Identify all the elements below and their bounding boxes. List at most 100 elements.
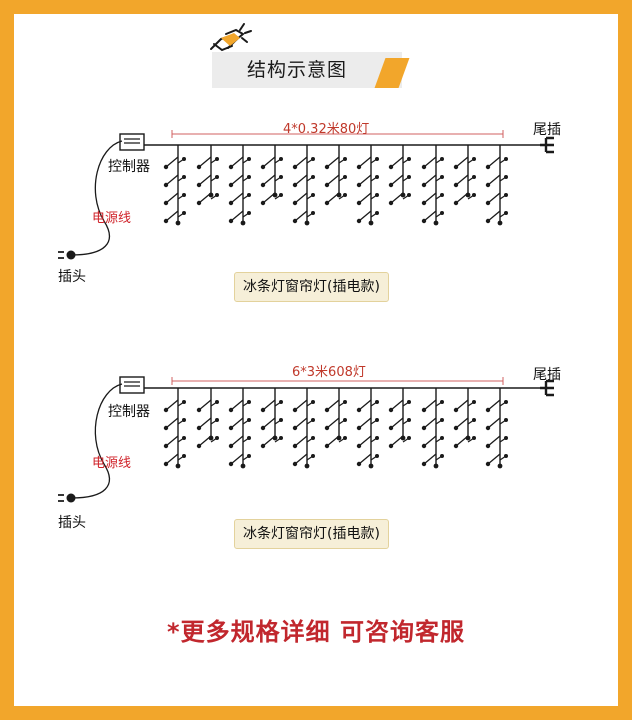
- led-branch: [487, 192, 501, 204]
- led-bulb: [182, 211, 186, 215]
- led-branch: [390, 174, 404, 186]
- led-bulb: [343, 418, 347, 422]
- led-bulb: [247, 436, 251, 440]
- led-bulb: [175, 463, 181, 469]
- led-branch: [294, 192, 308, 204]
- led-branch: [423, 453, 437, 465]
- led-bulb: [440, 400, 444, 404]
- led-bulb: [272, 435, 278, 441]
- controller-label: 控制器: [108, 159, 150, 175]
- led-branch: [165, 453, 179, 465]
- led-bulb: [472, 400, 476, 404]
- led-bulb: [440, 436, 444, 440]
- led-bulb: [400, 435, 406, 441]
- led-bulb: [215, 400, 219, 404]
- led-bulb: [504, 400, 508, 404]
- led-bulb: [247, 193, 251, 197]
- led-bulb: [260, 407, 266, 413]
- led-bulb: [247, 400, 251, 404]
- plug-label: 插头: [58, 269, 86, 285]
- led-bulb: [247, 157, 251, 161]
- led-branch: [390, 417, 404, 429]
- led-bulb: [279, 175, 283, 179]
- led-branch: [326, 417, 340, 429]
- led-bulb: [375, 400, 379, 404]
- led-bulb: [336, 435, 342, 441]
- led-bulb: [324, 443, 330, 449]
- led-bulb: [260, 425, 266, 431]
- page-title: 结构示意图: [246, 59, 347, 81]
- led-bulb: [440, 157, 444, 161]
- led-bulb: [343, 400, 347, 404]
- led-bulb: [485, 425, 491, 431]
- led-bulb: [421, 461, 427, 467]
- led-bulb: [356, 218, 362, 224]
- led-bulb: [311, 436, 315, 440]
- product-name-tag: 冰条灯窗帘灯(插电款): [234, 519, 389, 549]
- led-bulb: [182, 454, 186, 458]
- led-bulb: [196, 443, 202, 449]
- controller-box-lines: [124, 138, 140, 144]
- led-branch: [423, 174, 437, 186]
- led-bulb: [407, 400, 411, 404]
- led-bulb: [497, 220, 503, 226]
- led-bulb: [215, 436, 219, 440]
- led-branch: [358, 435, 372, 447]
- led-bulb: [472, 436, 476, 440]
- product-name-tag: 冰条灯窗帘灯(插电款): [234, 272, 389, 302]
- led-bulb: [292, 200, 298, 206]
- led-branch: [165, 435, 179, 447]
- led-bulb: [368, 463, 374, 469]
- led-branch: [165, 156, 179, 168]
- led-branch: [230, 399, 244, 411]
- led-branch: [165, 210, 179, 222]
- led-bulb: [421, 425, 427, 431]
- led-bulb: [311, 193, 315, 197]
- led-branch: [230, 435, 244, 447]
- led-branch: [358, 156, 372, 168]
- white-panel: [14, 14, 618, 706]
- led-bulb: [368, 220, 374, 226]
- led-bulb: [292, 461, 298, 467]
- led-bulb: [228, 425, 234, 431]
- led-bulb: [260, 164, 266, 170]
- led-bulb: [504, 418, 508, 422]
- led-branch: [294, 399, 308, 411]
- led-branch: [423, 156, 437, 168]
- led-branch: [165, 417, 179, 429]
- led-bulb: [356, 164, 362, 170]
- end-plug-icon: [540, 379, 554, 397]
- led-bulb: [343, 157, 347, 161]
- led-branch: [165, 174, 179, 186]
- led-bulb: [440, 193, 444, 197]
- led-bulb: [336, 192, 342, 198]
- led-bulb: [260, 200, 266, 206]
- led-bulb: [375, 418, 379, 422]
- led-bulb: [485, 461, 491, 467]
- led-branch: [487, 399, 501, 411]
- led-bulb: [472, 418, 476, 422]
- led-bulb: [182, 436, 186, 440]
- led-bulb: [292, 425, 298, 431]
- led-bulb: [228, 182, 234, 188]
- led-bulb: [356, 425, 362, 431]
- led-branch: [262, 417, 276, 429]
- led-bulb: [421, 182, 427, 188]
- led-bulb: [311, 211, 315, 215]
- led-bulb: [163, 443, 169, 449]
- led-branch: [198, 417, 212, 429]
- controller-label: 控制器: [108, 404, 150, 420]
- led-bulb: [407, 436, 411, 440]
- led-branch: [294, 174, 308, 186]
- led-bulb: [356, 182, 362, 188]
- led-bulb: [407, 418, 411, 422]
- led-bulb: [472, 193, 476, 197]
- led-bulb: [324, 164, 330, 170]
- led-branch: [390, 399, 404, 411]
- led-bulb: [453, 425, 459, 431]
- led-branch: [423, 210, 437, 222]
- led-bulb: [421, 200, 427, 206]
- led-branch: [455, 174, 469, 186]
- led-branch: [262, 399, 276, 411]
